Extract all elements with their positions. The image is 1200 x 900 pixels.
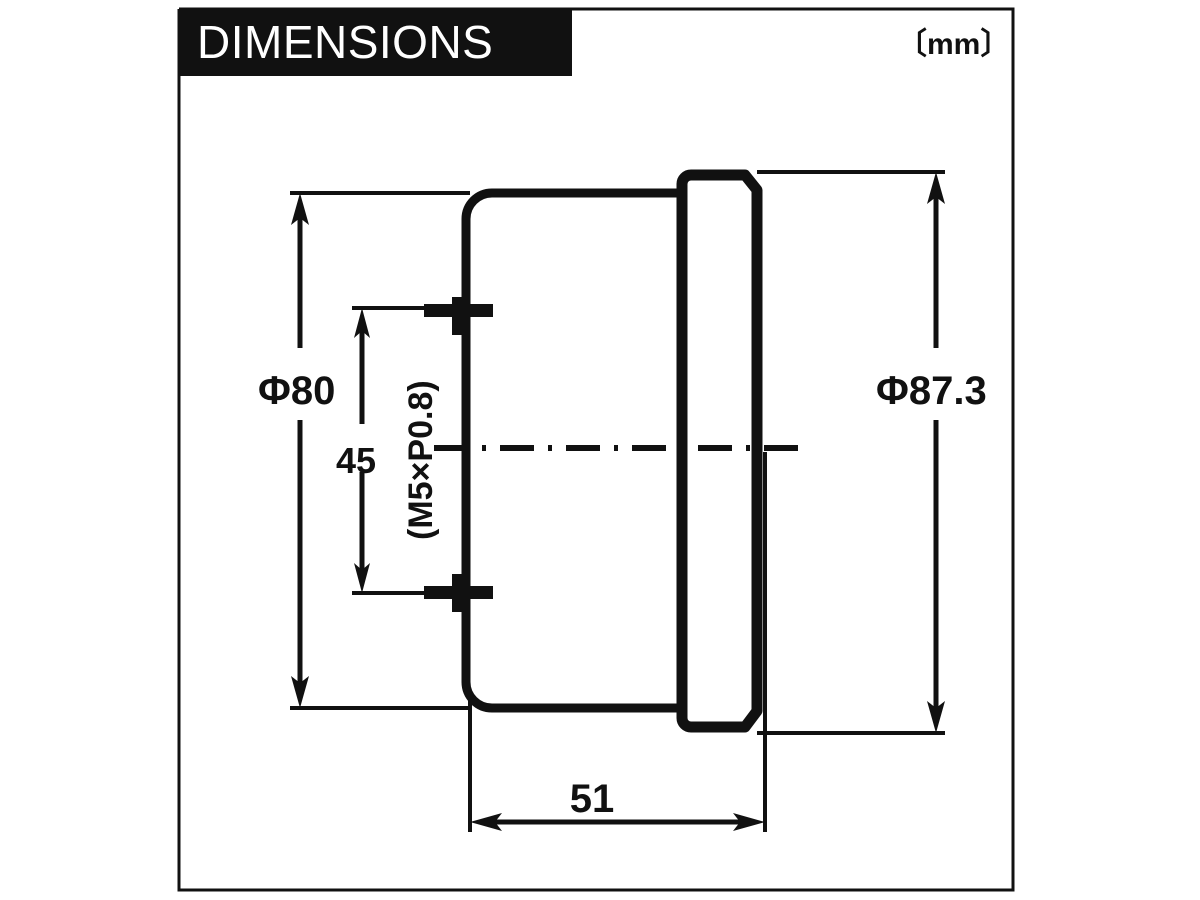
dimension-51: 51: [468, 452, 767, 832]
dim45-label: 45: [336, 440, 376, 481]
stud-upper-shaft: [424, 304, 493, 317]
phi873-arrow-top: [927, 172, 945, 204]
unit-label: 〔mm〕: [897, 27, 1010, 61]
title-banner-background: [179, 8, 572, 76]
phi873-label: Φ87.3: [876, 369, 987, 413]
dim51-arrow-left: [470, 813, 502, 831]
dim45-arrow-bottom: [354, 563, 370, 593]
body-outline: [461, 188, 705, 713]
dim45-arrow-top: [354, 308, 370, 338]
dim51-arrow-right: [733, 813, 765, 831]
dimension-phi873: Φ87.3: [757, 170, 987, 735]
phi80-arrow-top: [291, 193, 309, 225]
dimension-phi80: Φ80: [258, 191, 470, 710]
thread-spec-label: (M5×P0.8): [402, 380, 440, 540]
dim51-label: 51: [570, 777, 615, 821]
dimension-45: 45: [336, 306, 460, 595]
page-title: DIMENSIONS: [197, 16, 493, 68]
phi873-arrow-bottom: [927, 701, 945, 733]
phi80-arrow-bottom: [291, 676, 309, 708]
drawing-frame-border: [177, 7, 1015, 892]
phi80-label: Φ80: [258, 369, 335, 413]
